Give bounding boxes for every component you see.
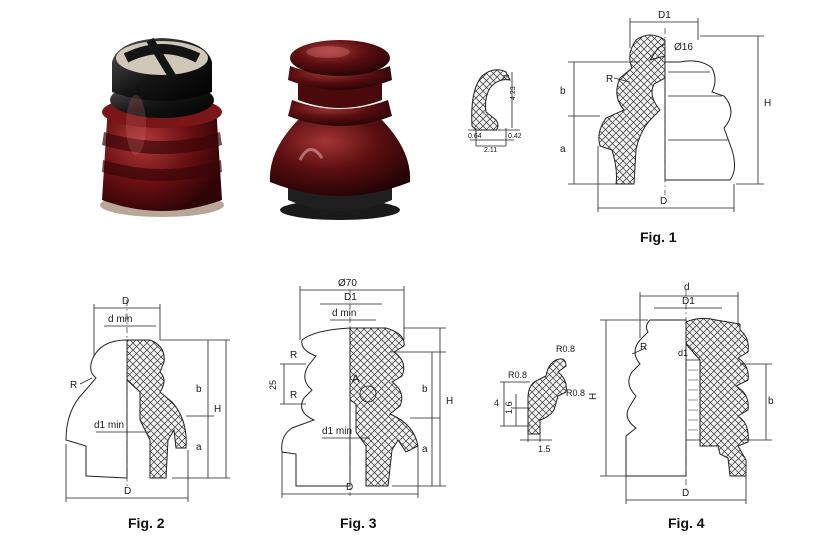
fig4-label-r: R: [640, 342, 647, 353]
fig4-label-d1: D1: [682, 296, 695, 307]
fig1-label-r: R: [606, 74, 613, 85]
fig2-label-h: H: [214, 404, 221, 415]
fig3-label-b: b: [422, 384, 428, 395]
fig3-label-d1min: d1 min: [322, 426, 352, 437]
fig1-label-h: H: [764, 98, 771, 109]
fig3-label-25: 25: [268, 380, 278, 390]
fig1-label-d: D: [660, 196, 667, 207]
fig3-label-d1: D1: [344, 292, 357, 303]
detail-a-label-042: 0.42: [508, 133, 522, 140]
fig4-caption: Fig. 4: [668, 515, 705, 531]
detail-b-label-16: 1.6: [504, 401, 514, 414]
detail-b-label-15: 1.5: [538, 444, 551, 454]
photo-insulator-2: [269, 40, 411, 220]
figure-2: D d min R b H a d1 min D Fig. 2: [65, 296, 230, 531]
fig3-label-r2: R: [290, 390, 297, 401]
fig2-label-d: D: [122, 296, 129, 307]
figure-3: Ø70 D1 d min R R 25 A b H a d1 min D Fig…: [268, 278, 453, 531]
fig3-label-dia: Ø70: [338, 278, 357, 289]
fig3-label-h: H: [446, 396, 453, 407]
fig2-label-r: R: [70, 380, 77, 391]
detail-b-label-r08-right: R0.8: [566, 388, 585, 398]
figure-4: d D1 R d1 H b D Fig. 4: [588, 282, 774, 531]
fig1-label-a: a: [560, 144, 566, 155]
fig4-label-h: H: [588, 393, 599, 400]
fig2-label-dbot: D: [124, 486, 131, 497]
photo-insulator-1: [100, 37, 224, 217]
fig2-label-b: b: [196, 384, 202, 395]
detail-a-label-064: 0.64: [468, 133, 482, 140]
fig3-label-d: D: [346, 482, 353, 493]
figure-1: D1 Ø16 R b a H D Fig. 1: [560, 10, 771, 245]
detail-groove-a: 25 4.23 0.64 0.42 2.11: [468, 69, 522, 154]
fig1-label-d1: D1: [658, 10, 671, 21]
detail-b-label-4: 4: [494, 398, 499, 408]
fig4-label-d: d: [684, 282, 690, 293]
fig2-caption: Fig. 2: [128, 515, 165, 531]
detail-a-label-211: 2.11: [484, 147, 497, 154]
fig2-label-a: a: [196, 442, 202, 453]
fig1-label-bore: Ø16: [674, 42, 693, 53]
fig3-label-a: a: [422, 444, 428, 455]
fig1-label-b: b: [560, 86, 566, 97]
detail-b-label-r08-top: R0.8: [556, 344, 575, 354]
fig4-label-dbot: D: [682, 488, 689, 499]
detail-a-label-423: 4.23: [510, 86, 517, 100]
fig3-label-a-detail: A: [352, 373, 360, 385]
detail-groove-b: R0.8 R0.8 R0.8 4 1.6 1.5: [494, 344, 585, 454]
detail-a-label-25: 25: [502, 75, 510, 82]
fig3-label-dmin: d min: [332, 308, 356, 319]
fig4-label-d1-inner: d1: [678, 348, 688, 358]
fig3-label-r1: R: [290, 350, 297, 361]
fig1-caption: Fig. 1: [640, 229, 677, 245]
fig3-caption: Fig. 3: [340, 515, 377, 531]
fig2-label-d1min: d1 min: [94, 420, 124, 431]
fig4-label-b: b: [768, 396, 774, 407]
fig2-label-dmin: d min: [108, 314, 132, 325]
detail-b-label-r08-left: R0.8: [508, 370, 527, 380]
